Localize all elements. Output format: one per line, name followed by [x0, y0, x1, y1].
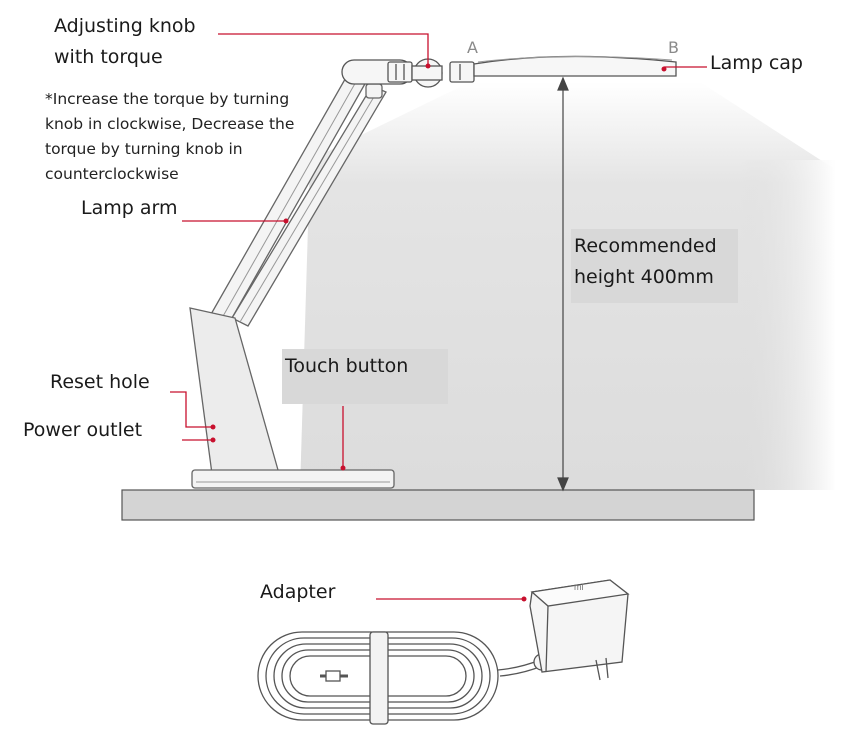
- lamp-arm: [208, 73, 387, 327]
- lamp-arm-label: Lamp arm: [81, 197, 178, 219]
- torque-note-line: *Increase the torque by turning: [45, 90, 290, 108]
- touch-button-text: Touch button: [285, 355, 409, 377]
- adapter-label: Adapter: [260, 581, 336, 603]
- point-b-label: B: [668, 38, 679, 57]
- reset-hole-label: Reset hole: [50, 371, 150, 393]
- svg-text:mi: mi: [574, 582, 584, 592]
- table-surface: [121, 489, 755, 521]
- torque-note-line: knob in clockwise, Decrease the: [45, 115, 295, 133]
- recommended-height-line1: Recommended: [574, 235, 717, 257]
- lamp-cap-label: Lamp cap: [710, 52, 803, 74]
- torque-note: *Increase the torque by turning knob in …: [45, 87, 294, 187]
- lamp-base: [189, 307, 395, 489]
- touch-button-label: Touch button: [282, 349, 448, 404]
- point-a-label: A: [467, 38, 478, 57]
- height-arrow: [557, 76, 569, 492]
- recommended-height-line2: height 400mm: [574, 266, 714, 288]
- adjusting-knob-assembly: [341, 58, 475, 88]
- leader-lines: [170, 33, 707, 602]
- lamp-cap: [473, 55, 677, 77]
- torque-note-line: torque by turning knob in: [45, 140, 243, 158]
- adjusting-knob-label-2: with torque: [54, 46, 163, 68]
- power-outlet-label: Power outlet: [23, 419, 143, 441]
- torque-note-line: counterclockwise: [45, 165, 179, 183]
- adapter-illustration: mi: [257, 579, 630, 725]
- light-cone: [300, 82, 836, 490]
- recommended-height-label: Recommended height 400mm: [571, 229, 738, 303]
- adjusting-knob-label: Adjusting knob: [54, 15, 196, 37]
